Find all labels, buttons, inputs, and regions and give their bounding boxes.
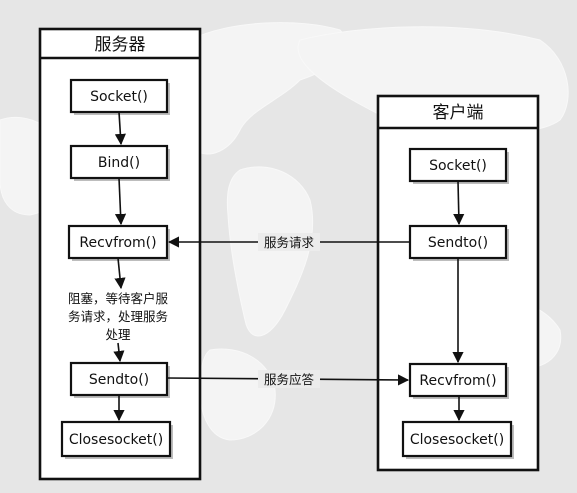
server-title: 服务器 <box>95 35 146 55</box>
client-step-recvfrom: Recvfrom() <box>419 373 496 389</box>
message-request: 服务请求 <box>167 233 410 251</box>
server-box-sendto: Sendto() <box>69 361 170 398</box>
arrow-note-to-sendto <box>113 342 125 363</box>
server-note-line-2: 务请求，处理服务 <box>68 309 168 324</box>
server-flow-arrows <box>113 111 127 422</box>
client-step-closesocket: Closesocket() <box>410 432 504 448</box>
label-service-response: 服务应答 <box>264 372 315 387</box>
server-step-closesocket: Closesocket() <box>69 432 163 448</box>
client-box-socket: Socket() <box>408 147 509 184</box>
client-box-closesocket: Closesocket() <box>401 420 514 459</box>
server-step-recvfrom: Recvfrom() <box>79 235 156 251</box>
server-step-bind: Bind() <box>98 155 140 171</box>
server-step-socket: Socket() <box>90 89 148 105</box>
server-box-closesocket: Closesocket() <box>60 420 173 459</box>
server-note-line-1: 阻塞，等待客户服 <box>68 291 169 306</box>
arrow-recvfrom-to-note <box>114 257 126 290</box>
client-box-sendto: Sendto() <box>408 224 509 261</box>
arrow-bind-to-recvfrom <box>114 177 127 226</box>
client-flow-arrows <box>452 180 465 422</box>
client-step-sendto: Sendto() <box>428 235 488 251</box>
arrow-client-socket-to-sendto <box>453 180 465 226</box>
client-step-socket: Socket() <box>429 158 487 174</box>
server-note-line-3: 处理 <box>105 327 131 342</box>
label-service-request: 服务请求 <box>264 235 315 250</box>
client-box-recvfrom: Recvfrom() <box>408 362 509 399</box>
message-response: 服务应答 <box>166 370 410 388</box>
server-step-sendto: Sendto() <box>89 372 149 388</box>
server-box-bind: Bind() <box>69 144 170 181</box>
server-box-recvfrom: Recvfrom() <box>67 224 170 261</box>
server-box-socket: Socket() <box>69 78 170 115</box>
client-title: 客户端 <box>433 103 484 123</box>
arrow-socket-to-bind <box>114 111 126 146</box>
server-blocking-note: 阻塞，等待客户服 务请求，处理服务 处理 <box>68 291 169 342</box>
